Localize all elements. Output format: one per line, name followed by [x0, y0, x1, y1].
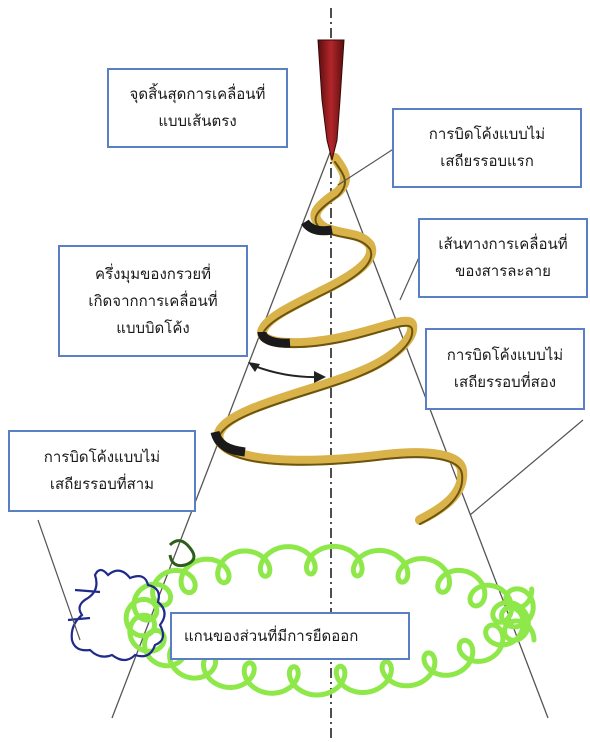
solution-path-box: เส้นทางการเคลื่อนที่ ของสารละลาย: [418, 218, 588, 298]
second-unstable-bend-line-1: การบิดโค้งแบบไม่: [427, 342, 583, 369]
cone-half-angle-box: ครึ่งมุมของกรวยที่ เกิดจากการเคลื่อนที่ …: [58, 245, 248, 357]
first-unstable-bend-box: การบิดโค้งแบบไม่ เสถียรรอบแรก: [392, 108, 582, 188]
third-unstable-bend-line-2: เสถียรรอบที่สาม: [10, 471, 194, 498]
solution-path-line-2: ของสารละลาย: [420, 258, 586, 285]
cone-half-angle-line-2: เกิดจากการเคลื่อนที่: [60, 288, 246, 315]
third-bend-inner-path: [170, 541, 194, 566]
cone-half-angle-line-1: ครึ่งมุมของกรวยที่: [60, 261, 246, 288]
second-unstable-bend-box: การบิดโค้งแบบไม่ เสถียรรอบที่สอง: [425, 328, 585, 410]
end-of-straight-motion-line-2: แบบเส้นตรง: [109, 108, 286, 135]
straight-jet: [318, 40, 344, 160]
solution-path-line-1: เส้นทางการเคลื่อนที่: [420, 231, 586, 258]
end-of-straight-motion-line-1: จุดสิ้นสุดการเคลื่อนที่: [109, 81, 286, 108]
first-unstable-bend-line-2: เสถียรรอบแรก: [394, 148, 580, 175]
leader-second-bend: [470, 420, 583, 515]
elongation-axis-label: แกนของส่วนที่มีการยืดออก: [184, 623, 408, 650]
end-of-straight-motion-box: จุดสิ้นสุดการเคลื่อนที่ แบบเส้นตรง: [107, 68, 288, 148]
leader-first-bend: [338, 148, 395, 185]
cone-half-angle-line-3: แบบบิดโค้ง: [60, 315, 246, 342]
first-unstable-bend-line-1: การบิดโค้งแบบไม่: [394, 121, 580, 148]
leader-third-bend: [38, 520, 80, 640]
third-unstable-bend-line-1: การบิดโค้งแบบไม่: [10, 444, 194, 471]
second-unstable-bend-line-2: เสถียรรอบที่สอง: [427, 369, 583, 396]
elongation-axis-box: แกนของส่วนที่มีการยืดออก: [170, 612, 410, 660]
leader-solution-path: [400, 255, 420, 300]
third-unstable-bend-box: การบิดโค้งแบบไม่ เสถียรรอบที่สาม: [8, 430, 196, 512]
half-angle-arc: [252, 365, 320, 377]
